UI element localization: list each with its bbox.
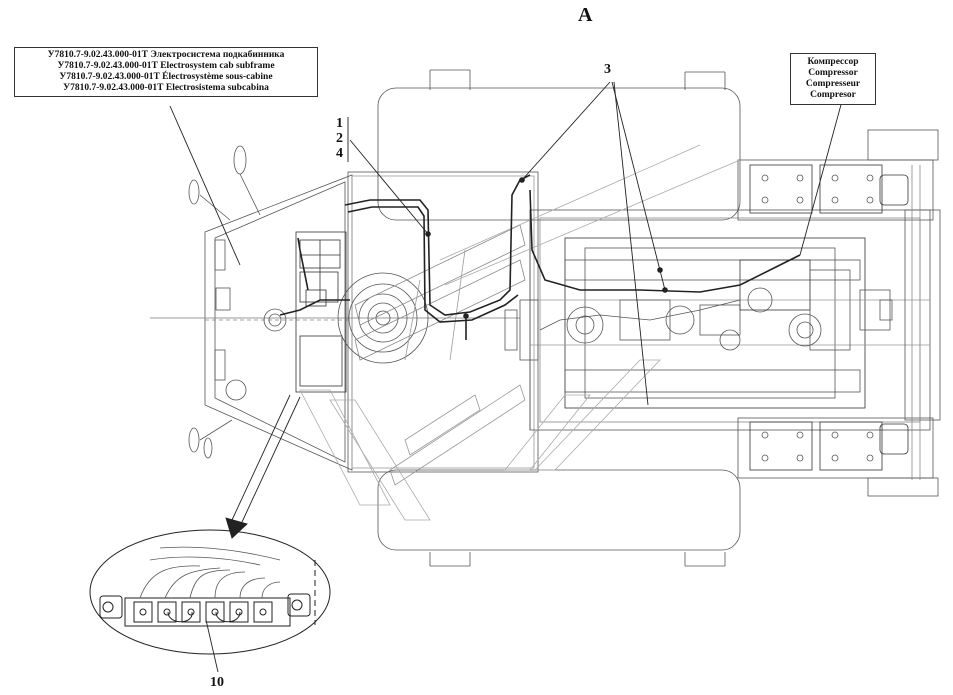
cab-outline	[150, 145, 520, 471]
compressor-line-en: Compressor	[808, 68, 858, 78]
engine-frame	[504, 209, 931, 431]
detail-inset	[89, 529, 331, 655]
subframe-line-ru: У7810.7-9.02.43.000-01Т Электросистема п…	[47, 50, 285, 60]
subframe-line-fr: У7810.7-9.02.43.000-01Т Électrosystème s…	[59, 72, 273, 82]
callout-2: 2	[336, 131, 343, 146]
subframe-callout-box: У7810.7-9.02.43.000-01Т Электросистема п…	[14, 47, 318, 97]
subframe	[337, 171, 539, 486]
callout-1: 1	[336, 116, 343, 131]
view-label: A	[578, 4, 593, 26]
compressor-line-ru: Компрессор	[807, 57, 859, 67]
callout-3: 3	[604, 62, 611, 77]
cooling-fan	[337, 272, 429, 364]
leader-lines	[169, 81, 843, 673]
subframe-line-es: У7810.7-9.02.43.000-01Т Electrosistema s…	[63, 83, 269, 93]
outriggers	[377, 69, 741, 567]
wiring-harness	[279, 174, 801, 340]
compressor-line-es: Compresor	[810, 90, 856, 100]
compressor-callout-box: Компрессор Compressor Compresseur Compre…	[790, 53, 876, 105]
battery-boxes	[737, 129, 941, 497]
subframe-line-en: У7810.7-9.02.43.000-01Т Electrosystem ca…	[57, 61, 275, 71]
callout-10: 10	[210, 675, 224, 690]
callout-4: 4	[336, 146, 343, 161]
diagonal-guides	[299, 144, 741, 521]
compressor-line-fr: Compresseur	[805, 79, 861, 89]
